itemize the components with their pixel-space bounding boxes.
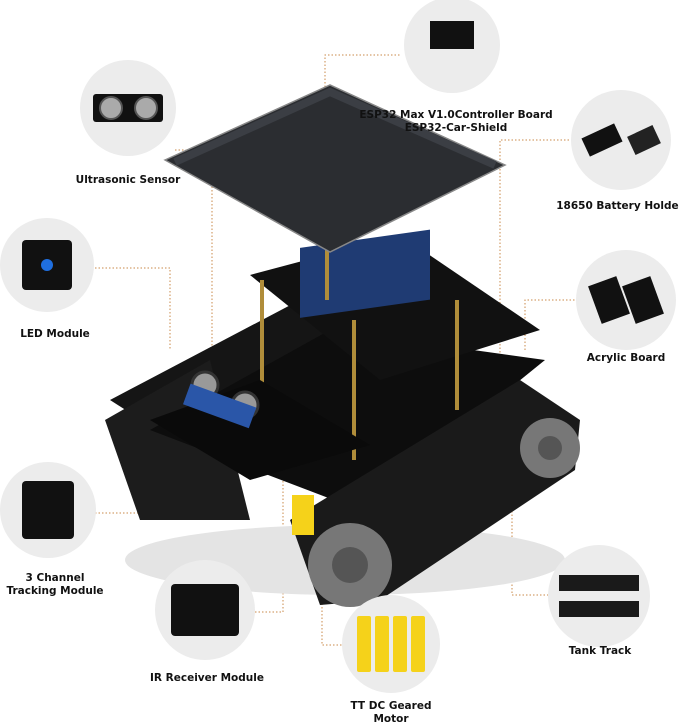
label-ir-receiver: IR Receiver Module xyxy=(150,672,264,684)
battery-holder-icon xyxy=(581,123,623,157)
ir-receiver-icon xyxy=(171,584,239,636)
tank-track-icon xyxy=(559,575,639,591)
acrylic-board-thumbnail xyxy=(576,250,676,350)
ultrasonic-sensor-thumbnail xyxy=(80,60,176,156)
label-tank-track: Tank Track xyxy=(568,645,632,657)
label-battery-holder: 18650 Battery Holder xyxy=(556,200,679,212)
tank-track-thumbnail xyxy=(548,545,650,647)
label-ultrasonic-sensor: Ultrasonic Sensor xyxy=(75,174,181,186)
leader-lines xyxy=(95,54,578,646)
led-module-thumbnail xyxy=(0,218,94,312)
motor-icon xyxy=(357,616,425,672)
motor-thumbnail xyxy=(342,595,440,693)
motor-yellow xyxy=(292,495,314,535)
label-acrylic-board: Acrylic Board xyxy=(586,352,666,364)
board-icon xyxy=(430,21,474,49)
ultrasonic-sensor-icon xyxy=(93,94,163,122)
label-led-module: LED Module xyxy=(20,328,90,340)
esp32-board-thumbnail xyxy=(404,0,500,93)
battery-holder-thumbnail xyxy=(571,90,671,190)
esp32-board xyxy=(300,229,430,318)
tracking-module-thumbnail xyxy=(0,462,96,558)
ir-receiver-thumbnail xyxy=(155,560,255,660)
tracking-module-icon xyxy=(22,481,74,539)
acrylic-board-icon xyxy=(588,276,630,324)
led-module-icon xyxy=(22,240,72,290)
